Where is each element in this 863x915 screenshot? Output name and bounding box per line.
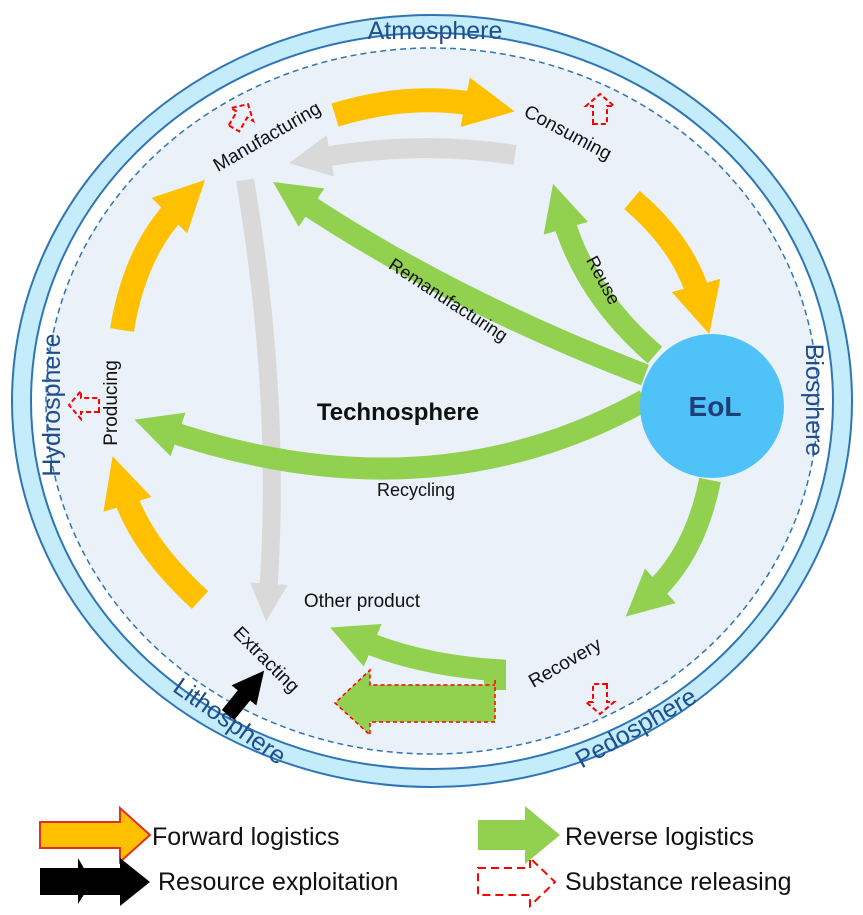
technosphere-label: Technosphere <box>317 399 479 426</box>
substance-releasing-icon-consuming <box>583 92 617 125</box>
node-producing: Producing <box>101 360 122 446</box>
reverse-arrow-remanufacturing <box>273 182 649 386</box>
forward-arrow-manufacturing-consuming <box>331 77 515 128</box>
label-atmosphere: Atmosphere <box>368 17 503 45</box>
legend-resource-label: Resource exploitation <box>158 868 398 896</box>
label-biosphere: Biosphere <box>800 344 828 457</box>
legend-forward-label: Forward logistics <box>152 823 340 851</box>
forward-arrow-extracting-producing <box>103 456 209 609</box>
eol-circle <box>640 334 784 478</box>
eol-label: EoL <box>689 391 742 422</box>
legend-substance-label: Substance releasing <box>565 868 792 896</box>
legend-resource-arrow-shape <box>40 858 150 906</box>
forward-arrow-producing-manufacturing <box>110 180 205 332</box>
legend-reverse-arrow-icon <box>478 806 560 864</box>
label-hydrosphere: Hydrosphere <box>38 333 66 476</box>
reverse-arrow-recovery <box>625 477 721 617</box>
substance-releasing-icon-producing <box>67 388 100 422</box>
legend-reverse-label: Reverse logistics <box>565 823 754 851</box>
reverse-arrow-other-product <box>330 624 506 690</box>
substance-releasing-icon-recovery <box>583 683 617 716</box>
flow-label-recycling: Recycling <box>377 480 455 500</box>
resource-exploitation-arrow <box>221 670 265 721</box>
return-arrow-manufacturing-extracting <box>236 178 288 622</box>
reverse-arrow-recycling <box>134 390 651 480</box>
return-arrow-consuming-manufacturing <box>289 135 517 177</box>
legend-substance-arrow-icon <box>477 855 557 909</box>
reverse-arrow-reuse <box>543 183 663 364</box>
forward-arrow-consuming-eol <box>624 190 721 335</box>
technosphere-boundary <box>45 47 819 755</box>
substance-releasing-recovery-loop <box>333 668 496 737</box>
legend-forward-arrow-icon <box>39 805 152 865</box>
substance-releasing-icon-manufacturing <box>227 102 255 133</box>
node-other-product: Other product <box>304 591 421 612</box>
